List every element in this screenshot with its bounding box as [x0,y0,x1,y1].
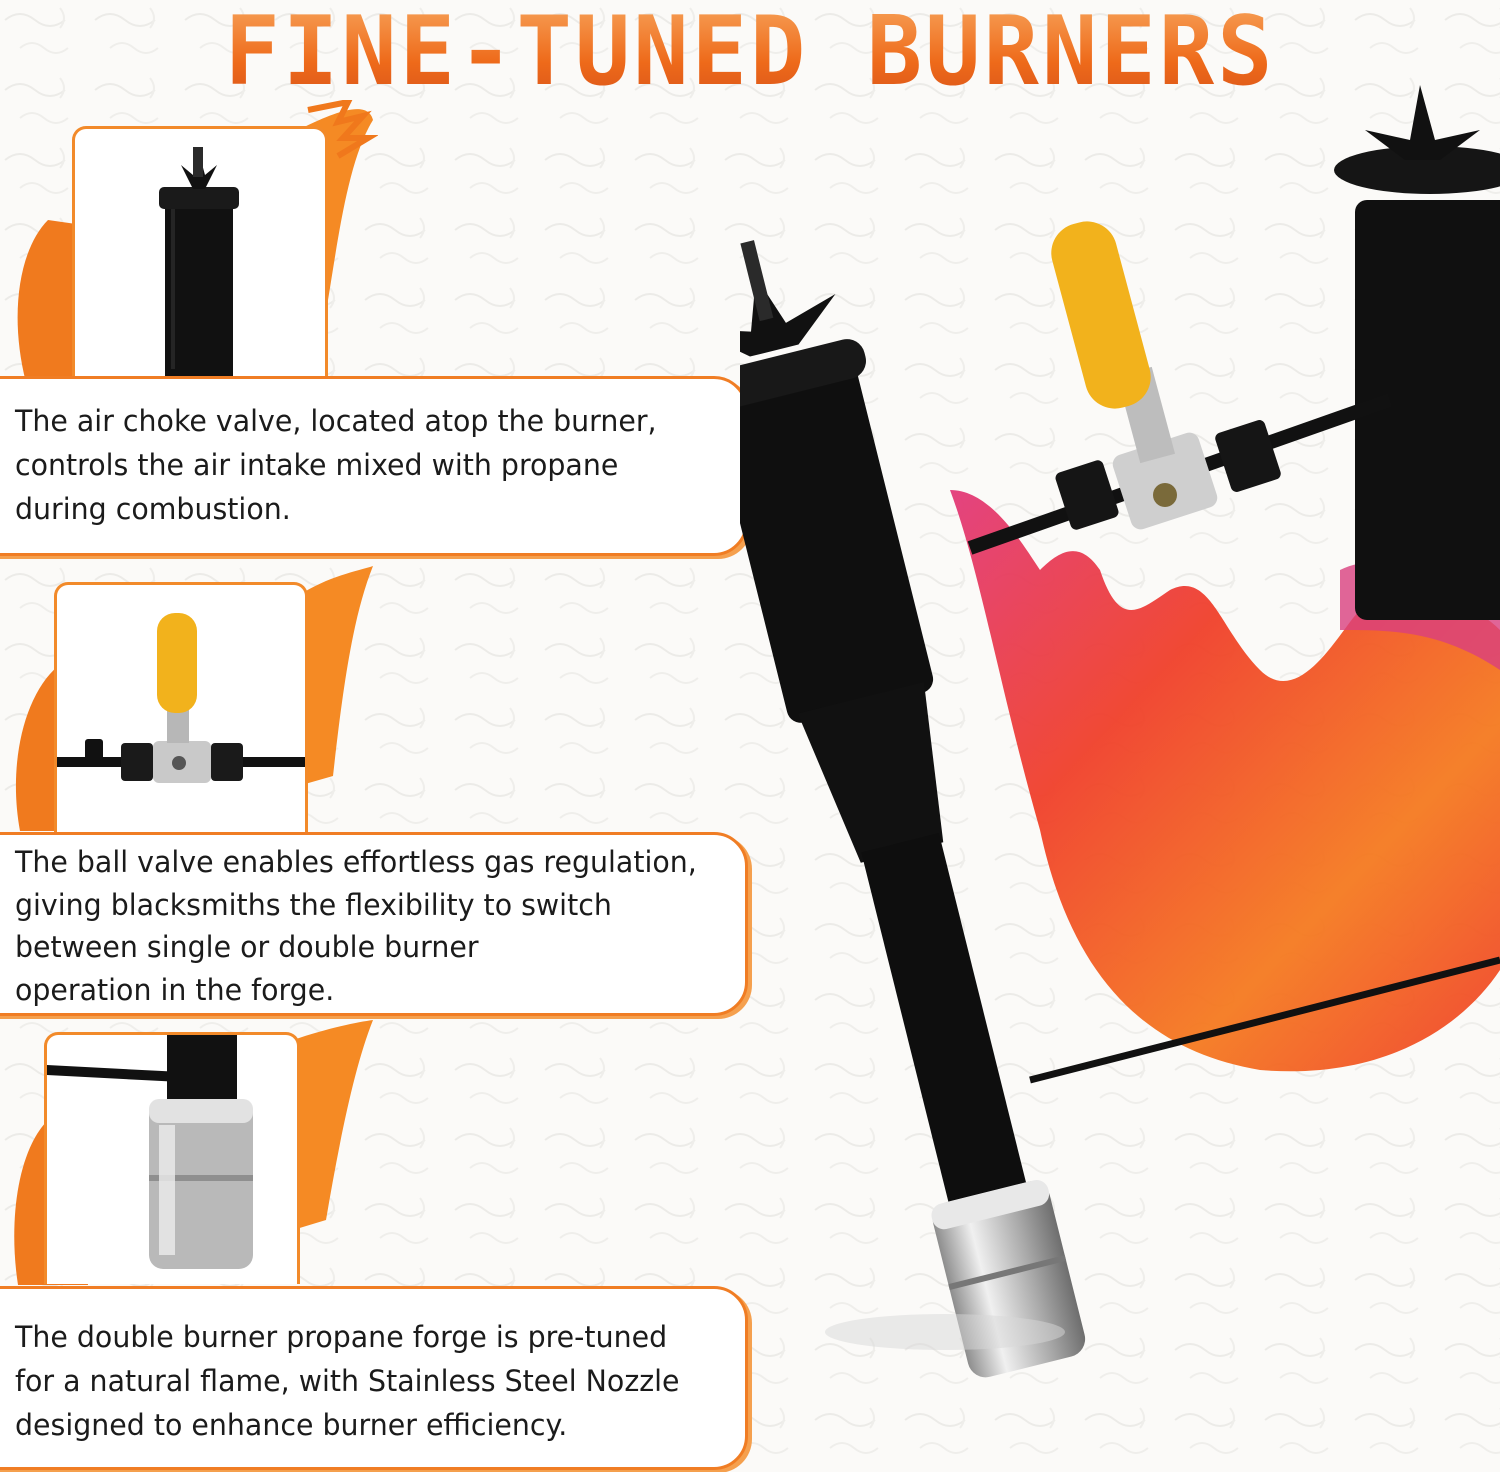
page-title: FINE-TUNED BURNERS [0,0,1500,104]
feature-text-air-choke: The air choke valve, located atop the bu… [15,404,657,526]
feature-text-ball-valve: The ball valve enables effortless gas re… [15,845,697,1007]
feature-callout-nozzle: The double burner propane forge is pre-t… [0,1286,748,1470]
ball-valve-thumbnail [54,582,308,836]
air-choke-valve-photo [159,147,239,380]
nozzle-thumbnail [44,1032,300,1284]
ball-valve-photo [57,613,305,783]
double-burner-product-image [740,85,1500,1378]
stainless-nozzle-photo [47,1035,253,1269]
feature-text-nozzle: The double burner propane forge is pre-t… [15,1320,680,1442]
air-choke-thumbnail [72,126,328,380]
flame-swirl [950,490,1500,1072]
feature-callout-air-choke: The air choke valve, located atop the bu… [0,376,748,556]
feature-callout-ball-valve: The ball valve enables effortless gas re… [0,832,748,1016]
